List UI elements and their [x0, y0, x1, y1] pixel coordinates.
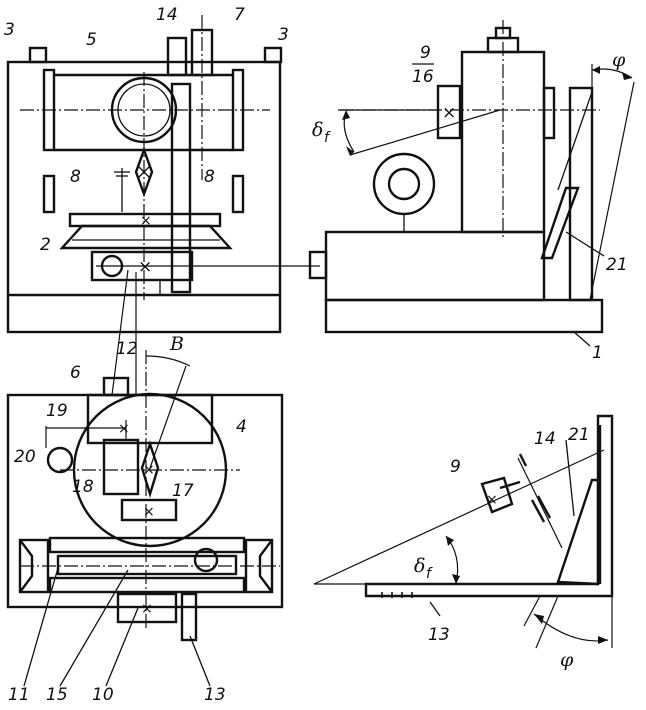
label-2: 2: [40, 235, 51, 255]
label-21-top: 21: [606, 255, 628, 275]
label-20: 20: [14, 447, 36, 467]
label-13-plan: 13: [204, 685, 226, 705]
rod-14: [518, 458, 562, 548]
svg-text:×: ×: [486, 492, 498, 508]
side-knob: [310, 252, 326, 278]
label-16: 16: [412, 67, 434, 87]
front-view: × ×: [8, 15, 320, 395]
label-10: 10: [92, 685, 114, 705]
label-7: 7: [234, 5, 245, 25]
bolt-right: [265, 48, 281, 62]
part-6: [104, 378, 128, 395]
svg-text:×: ×: [141, 601, 153, 617]
part-20: [48, 448, 72, 472]
delta-sub-bottom: f: [426, 566, 433, 582]
label-6: 6: [70, 363, 81, 383]
label-3-right: 3: [278, 25, 289, 45]
label-5: 5: [86, 30, 97, 50]
plan-top-block: [88, 395, 212, 443]
label-13-scheme: 13: [428, 625, 450, 645]
label-18: 18: [72, 477, 94, 497]
label-14-top: 14: [156, 5, 178, 25]
label-8-left: 8: [70, 167, 81, 187]
label-11: 11: [8, 685, 30, 705]
phi-symbol-top: φ: [612, 49, 626, 71]
bracket-8-left: [44, 176, 54, 212]
delta-symbol-top: δ: [312, 119, 323, 141]
delta-line: [350, 110, 500, 155]
label-4: 4: [236, 417, 247, 437]
bolt-left: [30, 48, 46, 62]
label-21-scheme: 21: [568, 425, 590, 445]
side-upright: [570, 88, 592, 300]
label-9-top: 9: [420, 43, 431, 63]
label-15: 15: [46, 685, 68, 705]
label-19: 19: [46, 401, 68, 421]
svg-text:×: ×: [143, 504, 155, 520]
svg-text:×: ×: [138, 257, 152, 277]
svg-text:×: ×: [118, 421, 130, 437]
label-3-left: 3: [4, 20, 15, 40]
svg-text:×: ×: [442, 103, 456, 123]
beta-arc: [146, 356, 190, 366]
part-18: [104, 440, 138, 494]
delta-sub-top: f: [324, 130, 331, 146]
delta-symbol-bottom: δ: [414, 555, 425, 577]
scheme-view: ×: [314, 416, 612, 648]
label-17: 17: [172, 481, 194, 501]
label-9-bottom: 9: [450, 457, 461, 477]
side-view: ×: [310, 20, 634, 346]
svg-text:×: ×: [143, 462, 155, 478]
label-1: 1: [592, 343, 603, 363]
part-13: [182, 594, 196, 640]
side-base: [326, 300, 602, 332]
rail-bottom: [50, 578, 244, 592]
side-block: [326, 232, 544, 300]
bracket-8-right: [233, 176, 243, 212]
label-8-right: 8: [204, 167, 215, 187]
label-12: 12: [116, 339, 138, 359]
guide-21-scheme: [558, 480, 598, 584]
beta-symbol: B: [169, 333, 184, 355]
side-wheel: [374, 154, 434, 214]
table-cone-2: [62, 226, 230, 248]
shaft-14: [168, 38, 186, 75]
label-14-scheme: 14: [534, 429, 556, 449]
phi-symbol-bottom: φ: [560, 649, 574, 671]
guide-21: [542, 188, 578, 258]
